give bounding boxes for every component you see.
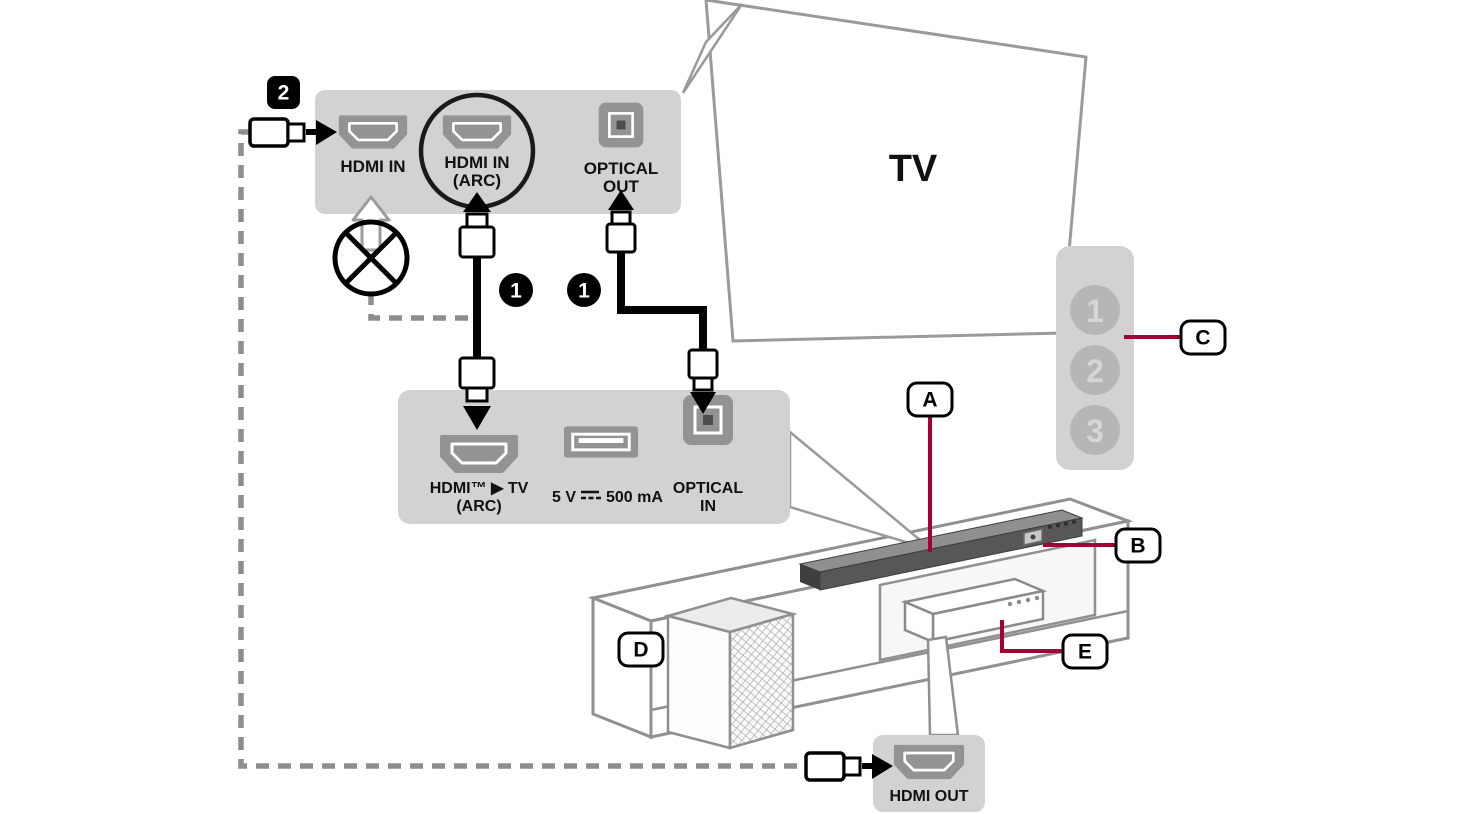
optical-out-port-icon (597, 101, 645, 149)
prohibited-dashed-line (368, 292, 471, 321)
soundbar-button-dot (1072, 520, 1076, 524)
usb-current-label: 500 mA (606, 489, 663, 506)
hdmi-plug-tip (465, 386, 489, 403)
soundbar (798, 509, 1084, 591)
input-port-3 (1070, 405, 1120, 455)
arrow-up-icon (463, 192, 491, 212)
no-entry-cross-icon (344, 231, 398, 285)
step-badges: 2 1 1 (267, 76, 601, 307)
hdmi-arc-tv-label-line2: (ARC) (456, 498, 501, 515)
optical-plug-body (687, 348, 719, 380)
usb-port-icon (562, 424, 640, 460)
optical-cable-wire (617, 250, 707, 355)
stb-button-dot (1007, 601, 1013, 607)
subwoofer-grille-face (728, 612, 795, 750)
arrow-right-icon (316, 120, 337, 145)
input-port-2-number: 2 (1086, 353, 1104, 389)
step-1-badge-hdmi-number: 1 (510, 280, 522, 303)
callout-c (1179, 319, 1227, 356)
optical-out-label-line2: OUT (603, 177, 640, 196)
stb-button-dot (1034, 595, 1040, 601)
hdmi-plug-tip (465, 212, 489, 229)
hdmi-plug-body (248, 117, 290, 148)
input-port-1 (1070, 285, 1120, 335)
arrow-down-icon (690, 392, 716, 414)
optical-plug-tip (610, 210, 632, 226)
input-port-2 (1070, 345, 1120, 395)
step-2-badge (267, 76, 300, 109)
optical-in-label-line1: OPTICAL (673, 480, 743, 497)
hdmi-arc-tv-port-icon (442, 437, 516, 471)
callout-d (617, 631, 665, 668)
hdmi-out-label: HDMI OUT (889, 788, 968, 805)
no-entry-circle-icon (332, 219, 410, 297)
hdmi-plug-body (458, 225, 496, 259)
hdmi-arc-cable (458, 192, 496, 430)
callout-e (1061, 633, 1109, 670)
hdmi-in-port-icon (338, 115, 408, 149)
subwoofer-left-face (666, 614, 732, 750)
hdmi-plug-body (458, 356, 496, 390)
callout-line-e (1000, 620, 1063, 653)
soundbar-button-dot (1064, 521, 1068, 526)
subwoofer (663, 596, 798, 750)
step-1-badge-hdmi (499, 273, 533, 307)
hdmi-out-dashed-cable (238, 129, 808, 769)
optical-cable (605, 190, 719, 414)
hdmi-plug-tip (286, 122, 306, 143)
callout-c-letter: C (1195, 327, 1210, 350)
arrow-right-icon (872, 754, 893, 779)
hdmi-in-label: HDMI IN (340, 157, 405, 176)
dc-symbol-icon (581, 490, 601, 500)
tv-label: TV (889, 148, 938, 190)
callout-a (906, 381, 954, 418)
step-1-badge-optical-number: 1 (578, 280, 590, 303)
arrow-up-icon (608, 190, 634, 210)
optical-plug-tip (692, 376, 714, 392)
hdmi-in-arc-port-icon (442, 115, 512, 149)
stb-button-dot (1016, 599, 1022, 605)
step-1-badge-optical (567, 273, 601, 307)
optical-in-label-line2: IN (700, 498, 716, 515)
optical-plug-body (605, 222, 637, 254)
hdmi-arc-tv-label-line1: HDMI™ ▶ TV (430, 480, 529, 497)
stb-button-dot (1025, 597, 1031, 603)
hdmi-out-panel: HDMI OUT (873, 735, 985, 812)
callout-d-letter: D (633, 639, 648, 662)
callout-b-letter: B (1130, 535, 1145, 558)
hdmi-out-port-icon (893, 744, 965, 780)
arrow-down-icon (463, 406, 491, 430)
optical-out-label-line1: OPTICAL (584, 159, 659, 178)
hdmi-plug-body (804, 751, 846, 782)
tv: TV (681, 0, 1088, 343)
callouts: A B C D E (617, 319, 1227, 670)
callout-a-letter: A (922, 389, 937, 412)
hdmi-plug-to-tv (248, 117, 337, 148)
soundbar-zoom-wedge (788, 429, 933, 552)
soundbar-connector-dot (1030, 534, 1036, 540)
tv-rear-ports-panel: HDMI IN HDMI IN (ARC) OPTICAL OUT (315, 90, 681, 214)
usb-volt-label: 5 V (552, 489, 576, 506)
tv-zoom-wedge (681, 3, 744, 94)
step-2-badge-number: 2 (278, 82, 290, 105)
soundbar-button-dot (1048, 525, 1052, 529)
soundbar-rear-ports-panel: HDMI™ ▶ TV (ARC) 5 V 500 mA OPTICAL IN (398, 390, 790, 524)
input-port-1-number: 1 (1086, 293, 1104, 329)
prohibited-connection (332, 195, 471, 321)
hdmi-plug-to-stb (804, 751, 893, 782)
hdmi-plug-tip (842, 756, 862, 777)
callout-e-letter: E (1078, 641, 1092, 664)
hdmi-in-arc-label-line1: HDMI IN (444, 153, 509, 172)
soundbar-button-dot (1056, 523, 1060, 528)
soundbar-left-end (800, 564, 820, 590)
input-port-3-number: 3 (1086, 413, 1104, 449)
tv-inputs-panel: 1 2 3 (1056, 246, 1134, 470)
hdmi-in-arc-label-line2: (ARC) (453, 171, 501, 190)
callout-b (1114, 527, 1162, 564)
